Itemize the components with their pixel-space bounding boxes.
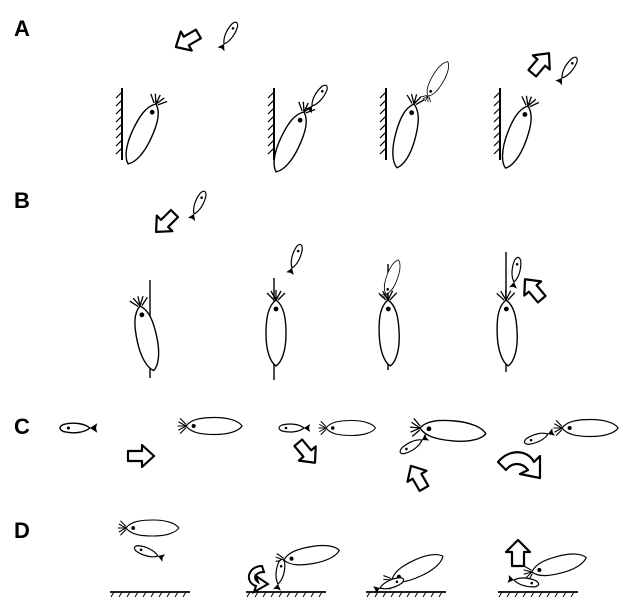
row-c-squid-2 bbox=[319, 421, 376, 436]
row-d-squid-1 bbox=[118, 520, 179, 536]
row-c-squid-1 bbox=[178, 418, 243, 435]
row-b-arrow-escape bbox=[517, 272, 551, 306]
row-d-ground-3 bbox=[366, 592, 446, 597]
row-d-ground-2 bbox=[246, 592, 326, 597]
row-c-prey-4 bbox=[523, 428, 555, 446]
row-b-prey-2 bbox=[286, 243, 304, 275]
row-a-wall-1 bbox=[116, 88, 122, 160]
row-a-squid-4 bbox=[496, 93, 541, 171]
row-b-squid-1 bbox=[128, 294, 163, 372]
row-b-arrow-approach bbox=[148, 206, 182, 240]
row-b-squid-3 bbox=[378, 290, 401, 367]
row-d-ground-4 bbox=[498, 592, 578, 597]
row-a-wall-2 bbox=[268, 88, 274, 160]
row-a-prey-2 bbox=[305, 83, 329, 113]
row-b-panels bbox=[128, 190, 550, 380]
row-c-arrow-1 bbox=[128, 445, 154, 467]
row-c-prey-1 bbox=[60, 423, 97, 433]
row-d-prey-2 bbox=[273, 559, 286, 591]
row-b-prey-1 bbox=[188, 190, 208, 221]
row-d-curved-arrow-1 bbox=[249, 566, 268, 592]
row-d-prey-3 bbox=[373, 576, 405, 594]
row-c-panels bbox=[60, 417, 618, 494]
row-d-arrow-escape bbox=[506, 540, 530, 566]
row-d-ground-1 bbox=[110, 592, 190, 597]
row-d-prey-1 bbox=[133, 544, 165, 562]
row-b-squid-2 bbox=[266, 290, 286, 366]
row-c-curved-arrow bbox=[498, 452, 540, 478]
row-a-wall-4 bbox=[494, 88, 500, 160]
row-a-arrow-approach bbox=[170, 24, 204, 56]
row-c-squid-4 bbox=[554, 420, 619, 437]
row-d-prey-4 bbox=[507, 575, 539, 588]
row-d-panels bbox=[110, 520, 588, 597]
row-a-arrow-escape bbox=[524, 46, 558, 80]
row-a-squid-1 bbox=[119, 91, 169, 168]
row-b-squid-4 bbox=[496, 290, 519, 367]
row-a-prey-3 bbox=[555, 55, 579, 85]
row-b-prey-3 bbox=[509, 257, 522, 289]
row-a-prey-1 bbox=[218, 20, 240, 51]
row-a-squid-3 bbox=[387, 92, 426, 171]
row-c-prey-3 bbox=[398, 434, 429, 456]
row-d-squid-4 bbox=[522, 549, 589, 582]
row-c-prey-2 bbox=[279, 424, 310, 432]
row-c-arrow-2 bbox=[290, 436, 324, 470]
row-a-panels bbox=[116, 20, 580, 176]
row-a-wall-3 bbox=[380, 88, 386, 160]
row-a-squid-3b bbox=[420, 59, 453, 104]
row-c-arrow-3 bbox=[401, 460, 433, 494]
